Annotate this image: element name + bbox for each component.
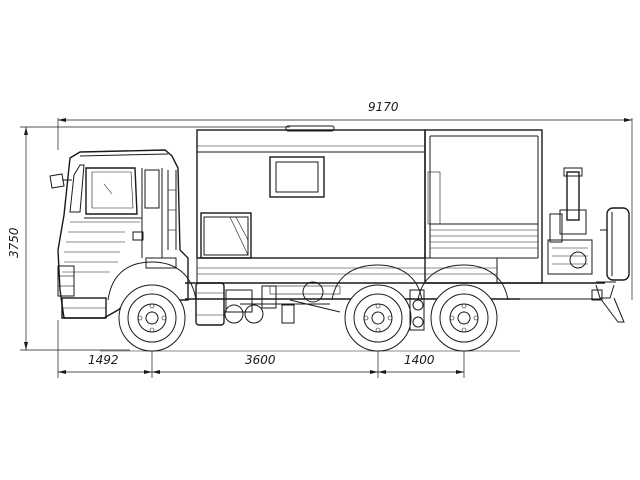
front-overhang-label: 1492: [88, 353, 119, 367]
overall-height-label: 3750: [7, 227, 21, 258]
service-body: [196, 125, 543, 284]
underbody-equipment: [195, 281, 324, 326]
rear-wheel-2: [417, 264, 509, 352]
spare-wheel: [606, 207, 630, 281]
dimension-wheelbase-chain: 1492 3600 1400: [57, 320, 465, 378]
front-wheel: [107, 261, 197, 352]
storage-box: [200, 212, 252, 259]
rear-suspension: [409, 289, 425, 331]
wheelbase-label: 3600: [245, 353, 276, 367]
bogie-spacing-label: 1400: [404, 353, 435, 367]
body-window: [269, 156, 325, 198]
overall-length-label: 9170: [368, 100, 399, 114]
rear-equipment: [547, 167, 630, 323]
dimension-overall-length: 9170: [57, 100, 633, 300]
dimension-overall-height: 3750: [7, 126, 290, 351]
rear-wheel-1: [331, 264, 423, 352]
